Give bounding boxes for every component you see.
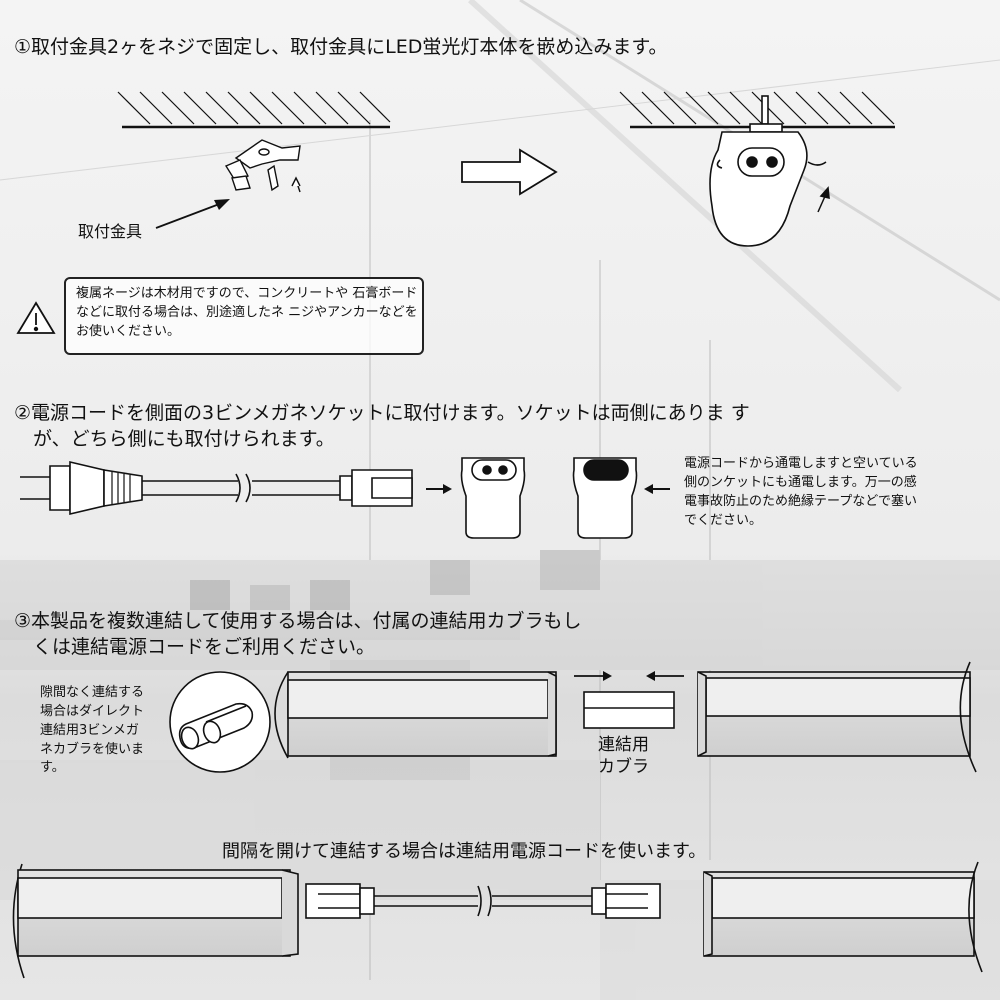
step1-title: ①取付金具2ヶをネジで固定し、取付金具にLED蛍光灯本体を嵌め込みます。 (14, 36, 668, 58)
tube-bottom-right (703, 861, 983, 973)
step3-title: ③本製品を複数連結して使用する場合は、付属の連結用カブラもし くは連結電源コード… (14, 610, 582, 658)
power-cord (20, 460, 413, 516)
bracket-pointer-arrow (155, 199, 230, 229)
warning-icon (16, 301, 56, 334)
tube-right (697, 661, 977, 773)
direct-coupler-note: 隙間なく連結する 場合はダイレクト 連結用3ビンメガ ネカブラを使いま す。 (40, 685, 145, 776)
bracket-illustration (224, 139, 301, 193)
socket-taped (572, 457, 638, 539)
ceiling-left (117, 91, 391, 129)
socket-note: 電源コードから通電しますと空いている 側のンケットにも通電します。万一の感 電事… (684, 456, 918, 528)
insert-arrow-left (426, 484, 452, 494)
coupler-block (583, 691, 675, 729)
coupler-label: 連結用 カブラ (598, 735, 649, 778)
step2-title: ②電源コードを側面の3ビンメガネソケットに取付けます。ソケットは両側にありま す… (14, 402, 750, 450)
warning-text: 複属ネージは木材用ですので、コンクリートや 石膏ボードなどに取付る場合は、別途適… (76, 286, 418, 339)
link-cord (305, 883, 661, 919)
ceiling-right (619, 91, 895, 129)
tube-bottom-left (12, 863, 299, 979)
insert-arrow-right (644, 484, 670, 494)
next-step-arrow (461, 148, 558, 196)
warning-box: 複属ネージは木材用ですので、コンクリートや 石膏ボードなどに取付る場合は、別途適… (64, 277, 424, 355)
tube-left (274, 671, 557, 759)
gap-connection-note: 間隔を開けて連結する場合は連結用電源コードを使います。 (222, 841, 707, 862)
coupler-arrow-right (574, 671, 612, 681)
coupler-zoom (169, 671, 271, 773)
socket-3pin (460, 457, 526, 539)
bracket-label: 取付金具 (78, 222, 143, 241)
coupler-arrow-left (646, 671, 684, 681)
lamp-end-mounted (709, 95, 830, 247)
